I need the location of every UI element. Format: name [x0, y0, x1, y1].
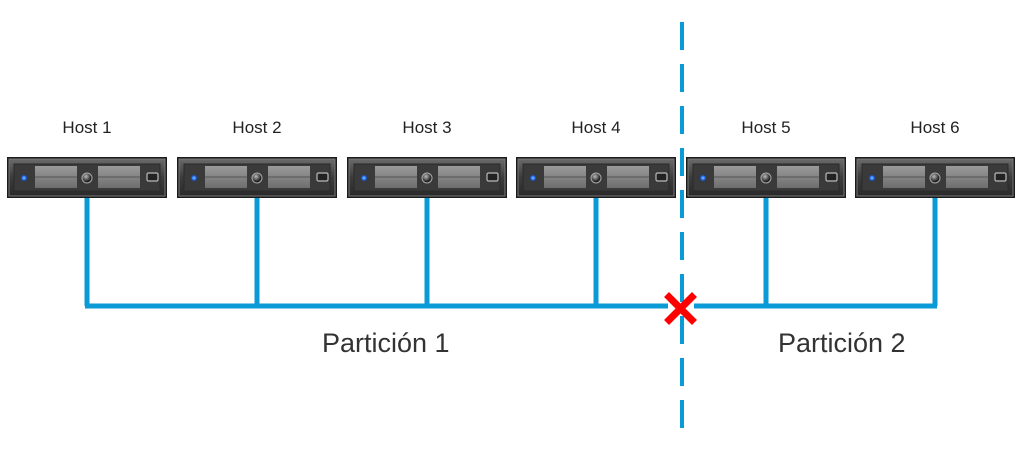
port-icon [655, 172, 668, 182]
partition-2-label: Partición 2 [778, 328, 906, 358]
power-led-icon [868, 174, 876, 182]
power-led-icon [699, 174, 707, 182]
rack-server-icon [686, 157, 846, 198]
power-led-icon [190, 174, 198, 182]
port-icon [994, 172, 1007, 182]
rack-server-icon [516, 157, 676, 198]
x-mark-icon [664, 292, 697, 325]
power-button-icon [421, 172, 433, 184]
port-icon [825, 172, 838, 182]
power-led-icon [360, 174, 368, 182]
port-icon [486, 172, 499, 182]
host-label: Host 2 [232, 118, 282, 137]
power-button-icon [590, 172, 602, 184]
host-label: Host 5 [741, 118, 791, 137]
host-label: Host 6 [910, 118, 960, 137]
servers [7, 157, 1015, 198]
power-button-icon [81, 172, 93, 184]
port-icon [316, 172, 329, 182]
power-led-icon [529, 174, 537, 182]
power-button-icon [251, 172, 263, 184]
host-label: Host 4 [571, 118, 621, 137]
power-led-icon [20, 174, 28, 182]
rack-server-icon [347, 157, 507, 198]
network-wires [84, 198, 938, 309]
power-button-icon [760, 172, 772, 184]
rack-server-icon [855, 157, 1015, 198]
host-label: Host 3 [402, 118, 452, 137]
port-icon [146, 172, 159, 182]
partition-1-label: Partición 1 [322, 328, 450, 358]
rack-server-icon [177, 157, 337, 198]
host-label: Host 1 [62, 118, 112, 137]
rack-server-icon [7, 157, 167, 198]
power-button-icon [929, 172, 941, 184]
